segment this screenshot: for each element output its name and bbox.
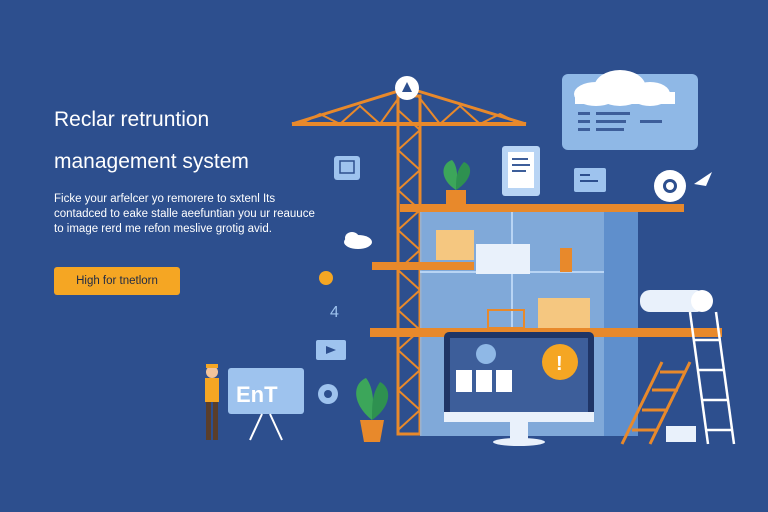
- small-window-icon: [574, 168, 606, 192]
- small-cloud-icon: [344, 232, 372, 249]
- plant-bottom: [356, 378, 389, 442]
- document-icon: [502, 146, 540, 196]
- paint-roller: [640, 290, 713, 312]
- small-chart-icon: [334, 156, 360, 180]
- plane-icon: [694, 172, 712, 186]
- ladder-left: [620, 361, 692, 445]
- worker: [205, 364, 219, 440]
- shield-icon: [318, 384, 338, 404]
- plant-top: [443, 160, 471, 206]
- easel-board: EnT: [228, 368, 304, 441]
- video-icon: [316, 340, 346, 360]
- paint-bucket: [666, 426, 696, 442]
- monitor: !: [444, 332, 594, 446]
- gear-icon: [654, 170, 686, 202]
- alert-symbol: !: [556, 353, 563, 375]
- hero-title-line-2: management system: [54, 150, 249, 173]
- cta-button[interactable]: High for tnetlorn: [54, 267, 180, 295]
- floating-number: 4: [330, 304, 339, 321]
- easel-text: EnT: [236, 382, 278, 407]
- hero-title-line-1: Reclar retruntion: [54, 108, 210, 131]
- cloud-panel: [562, 70, 698, 150]
- hero-description: Ficke your arfelcer yo remorere to sxten…: [54, 193, 315, 235]
- sun-icon: [319, 271, 333, 285]
- ladder-right: [688, 311, 736, 445]
